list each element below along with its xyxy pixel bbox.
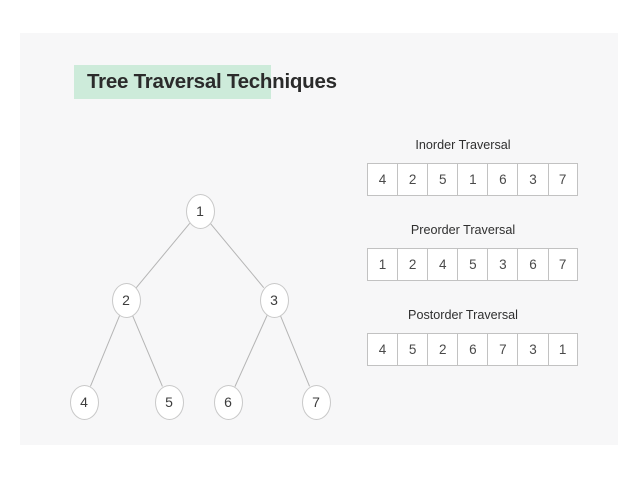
traversal-block-postorder: Postorder Traversal 4 5 2 6 7 3 1 <box>347 308 607 366</box>
array-cell[interactable]: 1 <box>457 163 488 196</box>
array-cell[interactable]: 1 <box>547 333 578 366</box>
array-cell-value: 1 <box>378 257 387 272</box>
array-cell[interactable]: 2 <box>397 248 428 281</box>
array-cell[interactable]: 5 <box>427 163 458 196</box>
array-cell[interactable]: 5 <box>397 333 428 366</box>
array-cell-value: 6 <box>469 342 477 357</box>
tree-node-1[interactable]: 1 <box>185 193 215 229</box>
array-cell-value: 7 <box>499 342 507 357</box>
array-cell-value: 5 <box>438 172 447 187</box>
tree-edge <box>234 315 268 387</box>
array-cell[interactable]: 4 <box>367 333 398 366</box>
array-cell-value: 4 <box>378 342 387 357</box>
array-cell-value: 1 <box>558 342 567 357</box>
tree-node-5[interactable]: 5 <box>154 384 184 420</box>
array-cell-value: 3 <box>529 342 537 357</box>
array-cell[interactable]: 3 <box>517 163 548 196</box>
traversal-array-postorder: 4 5 2 6 7 3 1 <box>367 333 578 366</box>
array-cell-value: 4 <box>438 257 447 272</box>
array-cell-value: 5 <box>469 257 477 272</box>
tree-node-label: 7 <box>312 393 320 410</box>
tree-node-4[interactable]: 4 <box>69 384 99 420</box>
traversal-block-inorder: Inorder Traversal 4 2 5 1 6 3 7 <box>347 138 607 196</box>
traversal-array-inorder: 4 2 5 1 6 3 7 <box>367 163 578 196</box>
tree-edge <box>279 315 311 387</box>
array-cell[interactable]: 4 <box>427 248 458 281</box>
array-cell-value: 2 <box>438 342 447 357</box>
tree-edge <box>209 223 265 288</box>
array-cell[interactable]: 7 <box>547 163 578 196</box>
traversal-heading-postorder: Postorder Traversal <box>408 308 518 322</box>
tree-node-label: 6 <box>224 393 232 410</box>
array-cell[interactable]: 2 <box>397 163 428 196</box>
array-cell-value: 7 <box>558 257 567 272</box>
array-cell[interactable]: 6 <box>487 163 518 196</box>
binary-tree-diagram: 1 2 3 4 5 6 7 <box>20 141 340 441</box>
traversal-array-preorder: 1 2 4 5 3 6 7 <box>367 248 578 281</box>
traversal-block-preorder: Preorder Traversal 1 2 4 5 3 6 7 <box>347 223 607 281</box>
array-cell-value: 6 <box>499 172 507 187</box>
tree-node-label: 4 <box>80 393 88 410</box>
array-cell[interactable]: 3 <box>487 248 518 281</box>
tree-node-3[interactable]: 3 <box>259 282 289 318</box>
tree-node-7[interactable]: 7 <box>301 384 331 420</box>
array-cell-value: 3 <box>529 172 537 187</box>
tree-edges <box>89 223 311 387</box>
tree-edge <box>132 315 163 387</box>
tree-node-label: 1 <box>196 202 204 219</box>
array-cell-value: 4 <box>378 172 387 187</box>
array-cell[interactable]: 7 <box>547 248 578 281</box>
page-title: Tree Traversal Techniques <box>87 70 337 93</box>
array-cell[interactable]: 7 <box>487 333 518 366</box>
title-highlight-band <box>74 65 271 99</box>
array-cell-value: 3 <box>499 257 507 272</box>
array-cell[interactable]: 6 <box>457 333 488 366</box>
slide-title-block: Tree Traversal Techniques <box>74 65 337 99</box>
array-cell[interactable]: 5 <box>457 248 488 281</box>
tree-node-label: 2 <box>122 291 130 308</box>
array-cell[interactable]: 6 <box>517 248 548 281</box>
tree-edge <box>135 223 191 288</box>
array-cell-value: 1 <box>469 172 477 187</box>
array-cell[interactable]: 3 <box>517 333 548 366</box>
array-cell[interactable]: 2 <box>427 333 458 366</box>
array-cell-value: 2 <box>408 172 417 187</box>
traversal-heading-inorder: Inorder Traversal <box>415 138 511 152</box>
array-cell[interactable]: 4 <box>367 163 398 196</box>
traversal-heading-preorder: Preorder Traversal <box>410 223 516 237</box>
array-cell-value: 2 <box>408 257 417 272</box>
slide-card: Tree Traversal Techniques 1 2 3 4 5 6 7 Inorde… <box>20 33 618 445</box>
tree-node-6[interactable]: 6 <box>213 384 243 420</box>
tree-node-2[interactable]: 2 <box>111 282 141 318</box>
array-cell-value: 6 <box>529 257 537 272</box>
tree-edge <box>89 315 121 387</box>
array-cell-value: 5 <box>408 342 417 357</box>
array-cell-value: 7 <box>558 172 567 187</box>
tree-node-label: 3 <box>270 291 278 308</box>
array-cell[interactable]: 1 <box>367 248 398 281</box>
tree-node-label: 5 <box>165 393 173 410</box>
